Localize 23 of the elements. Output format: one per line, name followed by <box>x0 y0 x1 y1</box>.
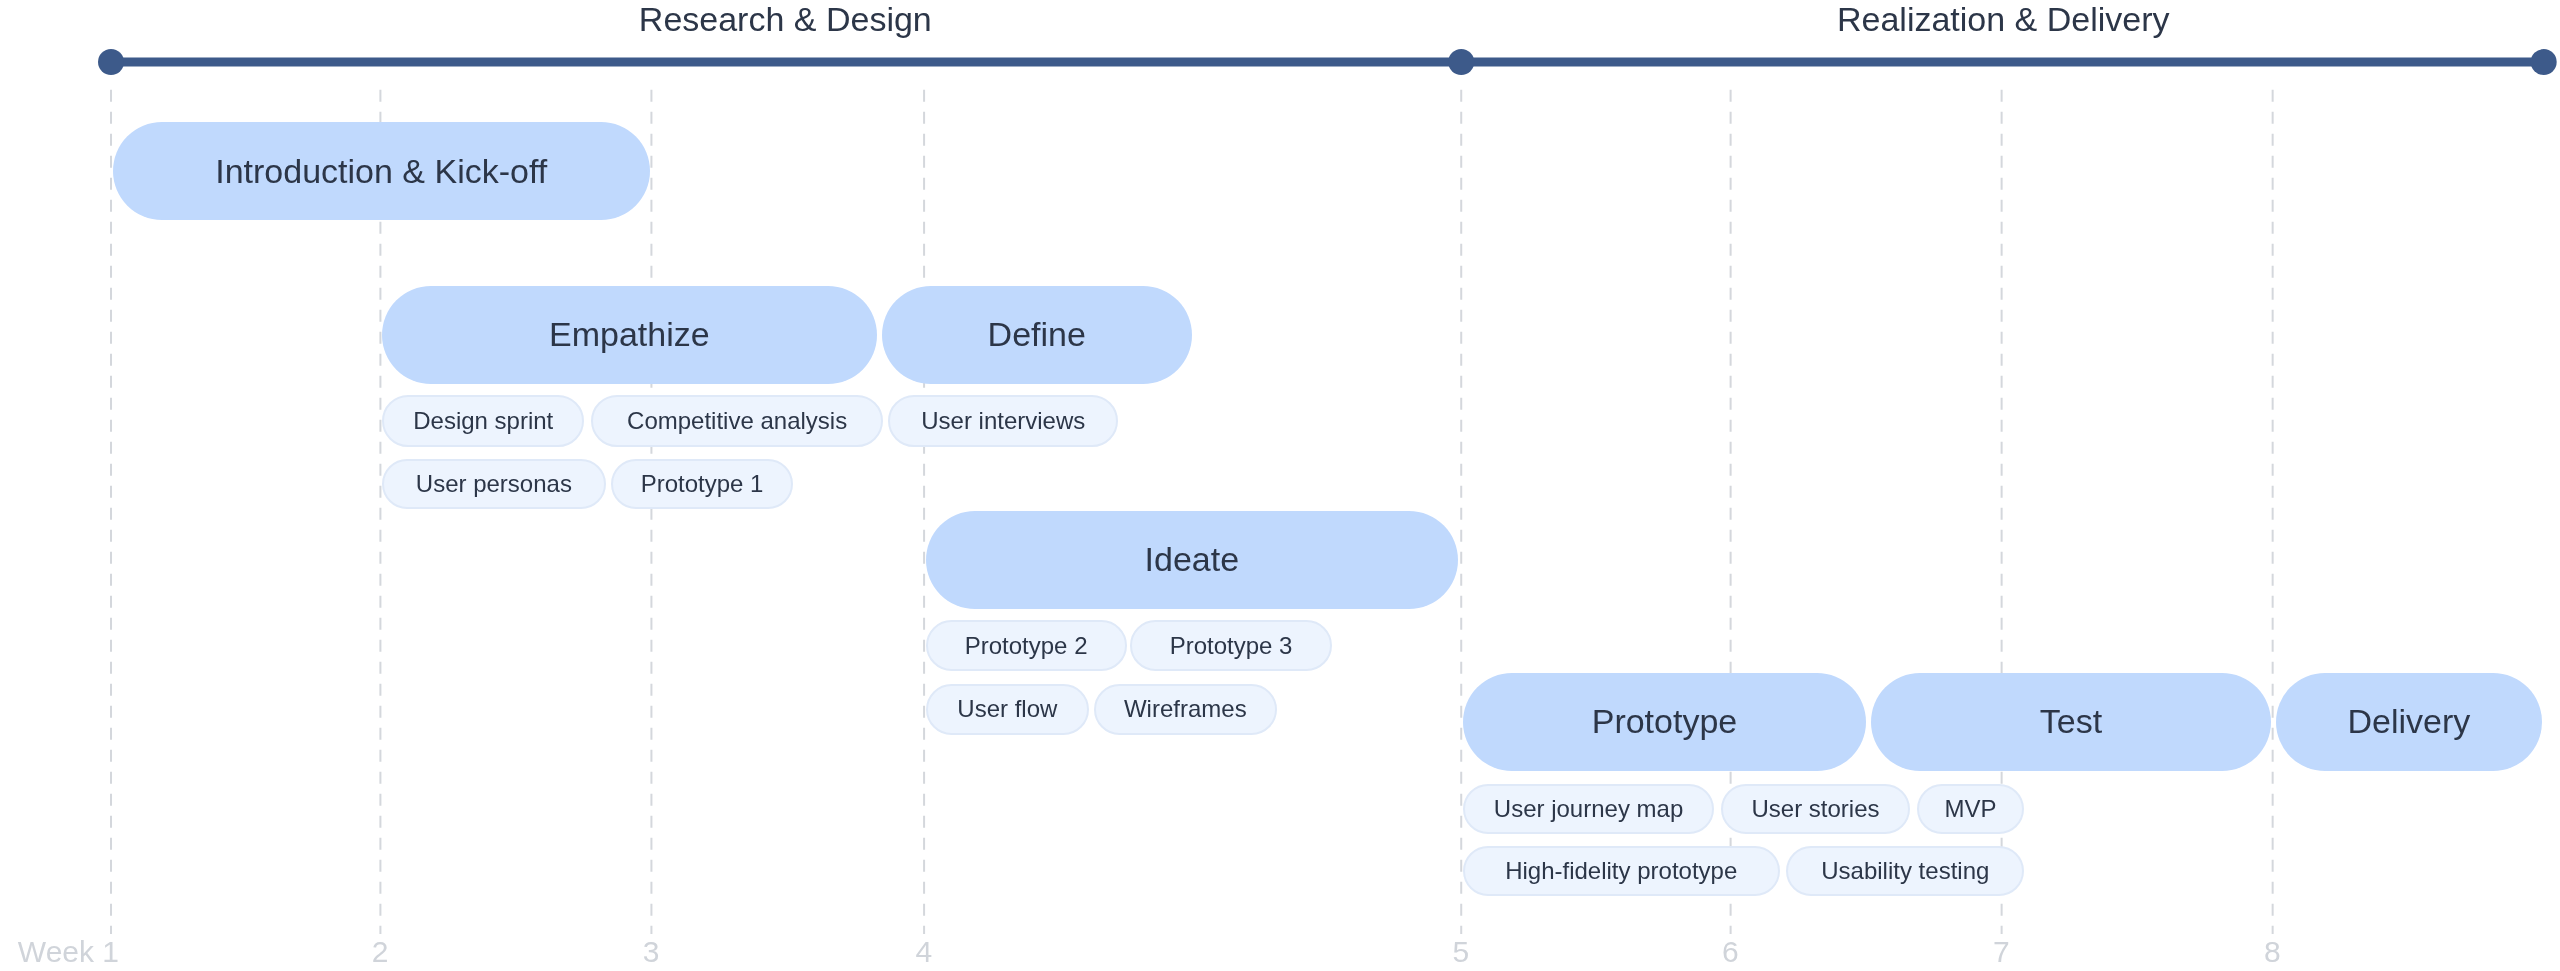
activity-tag: Competitive analysis <box>591 395 884 448</box>
phase-bar: Test <box>1871 672 2271 771</box>
activity-tag: MVP <box>1916 783 2025 835</box>
activity-tag: User flow <box>925 684 1089 735</box>
phase-heading: Research & Design <box>638 0 932 39</box>
activity-tag: Usability testing <box>1786 845 2025 897</box>
activity-tag: High-fidelity prototype <box>1462 845 1780 897</box>
activity-tag: User personas <box>382 458 606 510</box>
phase-bar: Empathize <box>382 285 877 384</box>
activity-tag: Prototype 3 <box>1129 620 1333 671</box>
phase-bar: Introduction & Kick-off <box>112 122 650 221</box>
phase-bar: Delivery <box>2275 672 2542 771</box>
phase-bar: Ideate <box>925 511 1458 609</box>
activity-tag: User journey map <box>1462 783 1715 835</box>
activity-tag: Prototype 2 <box>925 620 1127 671</box>
phase-heading: Realization & Delivery <box>1836 0 2170 39</box>
activity-tag: User stories <box>1720 783 1911 835</box>
activity-tag: Wireframes <box>1093 684 1277 735</box>
activity-tag: Design sprint <box>382 395 585 448</box>
activity-tag: User interviews <box>888 395 1119 448</box>
phase-bar: Prototype <box>1462 672 1867 771</box>
phase-bar: Define <box>881 285 1192 384</box>
activity-tag: Prototype 1 <box>610 458 794 510</box>
